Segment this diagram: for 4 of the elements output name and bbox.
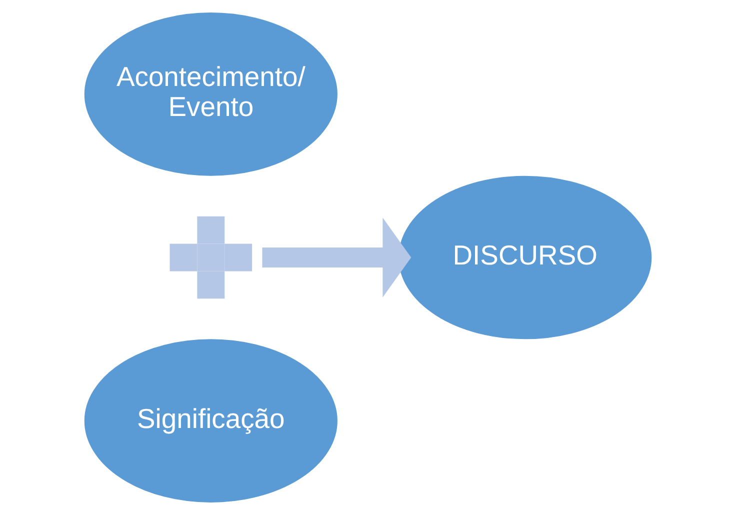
arrow	[262, 218, 412, 298]
node-ellipse: Acontecimento/ Evento	[84, 12, 338, 176]
node-ellipse: DISCURSO	[398, 176, 652, 340]
node-ellipse: Significação	[84, 339, 338, 502]
